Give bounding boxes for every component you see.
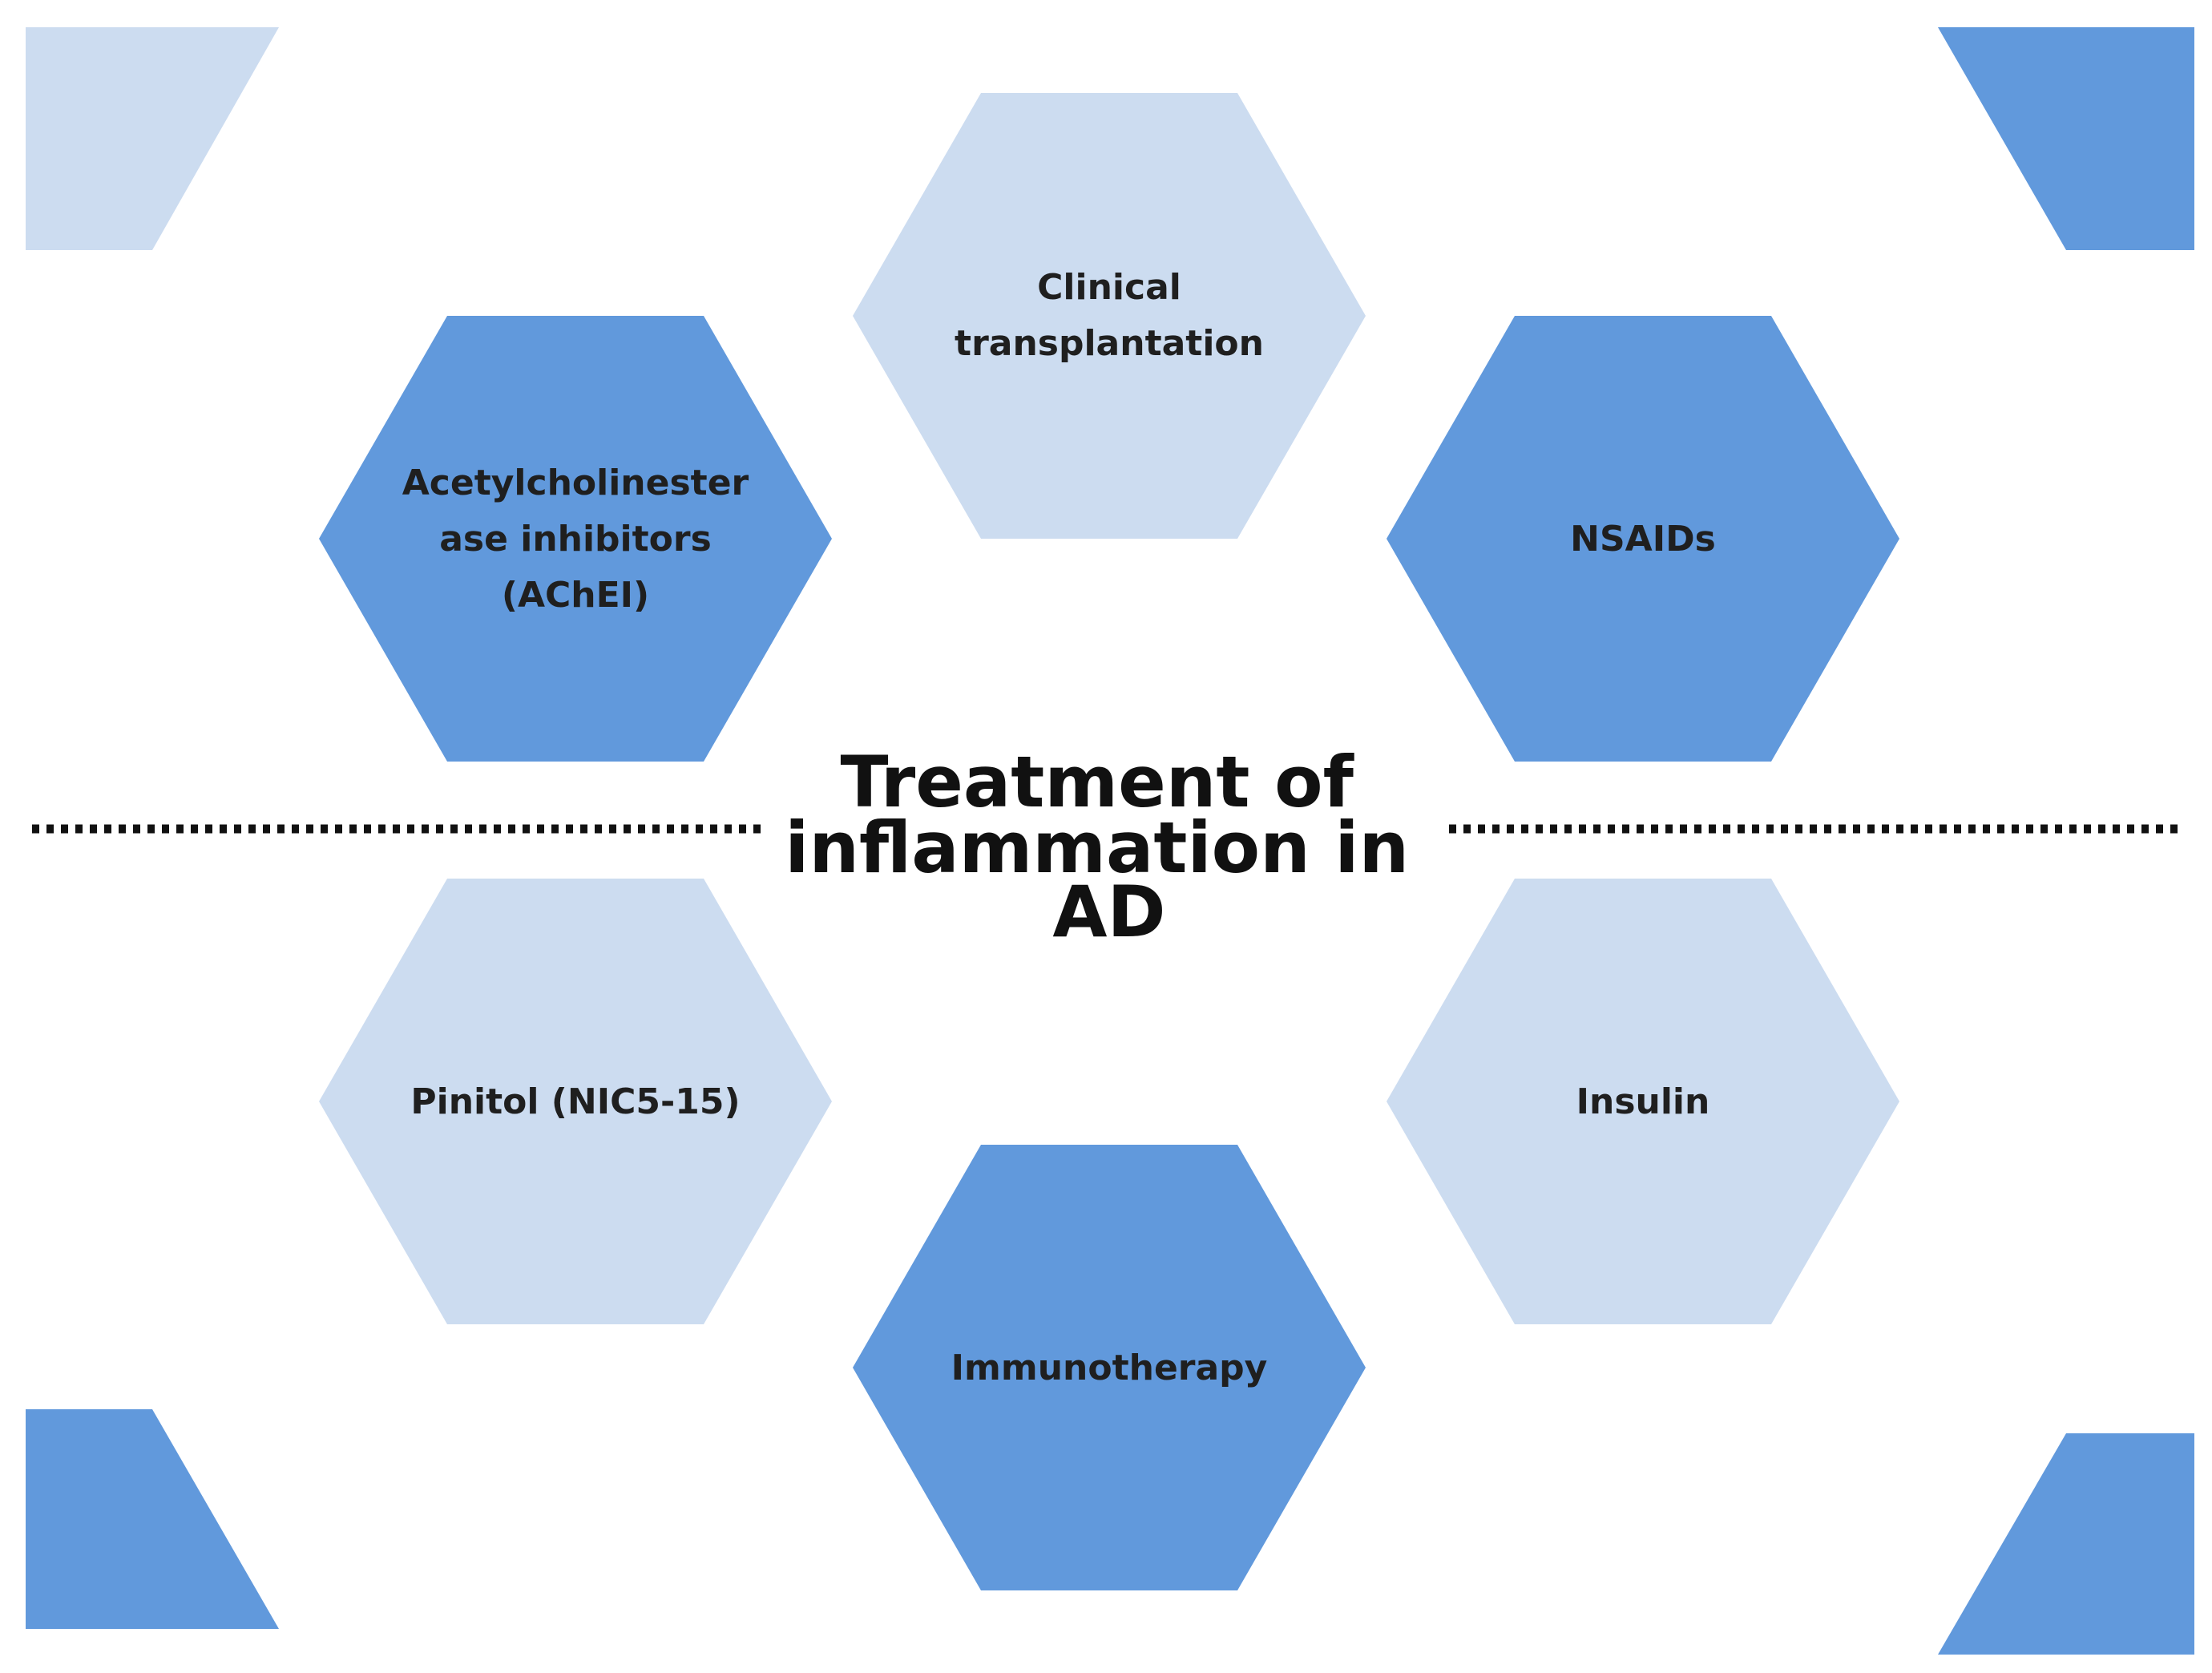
corner-bottom-right: [1938, 1433, 2194, 1655]
hexagon-shape: [319, 316, 832, 762]
node-label-line: Clinical: [1037, 267, 1181, 308]
node-label-line: ase inhibitors: [439, 519, 712, 560]
diagram-title: Treatment of inflammation in AD: [785, 741, 1434, 953]
node-insulin: Insulin: [1387, 879, 1899, 1324]
node-label: Immunotherapy: [951, 1348, 1268, 1388]
corner-bottom-left: [26, 1409, 279, 1629]
node-label: NSAIDs: [1570, 519, 1716, 560]
node-label-line: Acetylcholinester: [402, 463, 749, 503]
hexagon-shape: [853, 1145, 1366, 1590]
node-label: Pinitol (NIC5-15): [410, 1081, 740, 1122]
node-label-line: transplantation: [955, 323, 1264, 364]
hexagon-shape: [319, 879, 832, 1324]
node-pinitol: Pinitol (NIC5-15): [319, 879, 832, 1324]
corner-top-left: [26, 27, 279, 250]
node-label: Insulin: [1576, 1081, 1710, 1122]
node-label-line: NSAIDs: [1570, 519, 1716, 560]
hexagon-shape: [1387, 316, 1899, 762]
node-label-line: Insulin: [1576, 1081, 1710, 1122]
hexagon-shape: [1387, 879, 1899, 1324]
title-line: AD: [1052, 871, 1165, 953]
node-acetylcholinesterase-inhibitors: Acetylcholinester ase inhibitors (AChEI): [319, 316, 832, 762]
node-immunotherapy: Immunotherapy: [853, 1145, 1366, 1590]
node-label-line: Pinitol (NIC5-15): [410, 1081, 740, 1122]
node-label-line: Immunotherapy: [951, 1348, 1268, 1388]
node-nsaids: NSAIDs: [1387, 316, 1899, 762]
node-label-line: (AChEI): [502, 575, 649, 616]
corner-top-right: [1938, 27, 2194, 250]
title-line: Treatment of: [840, 741, 1354, 823]
hexagon-shape: [853, 93, 1366, 539]
node-label: Clinical transplantation: [955, 267, 1264, 364]
title-line: inflammation in: [785, 806, 1409, 889]
node-label: Acetylcholinester ase inhibitors (AChEI): [402, 463, 749, 616]
node-clinical-transplantation: Clinical transplantation: [853, 93, 1366, 539]
